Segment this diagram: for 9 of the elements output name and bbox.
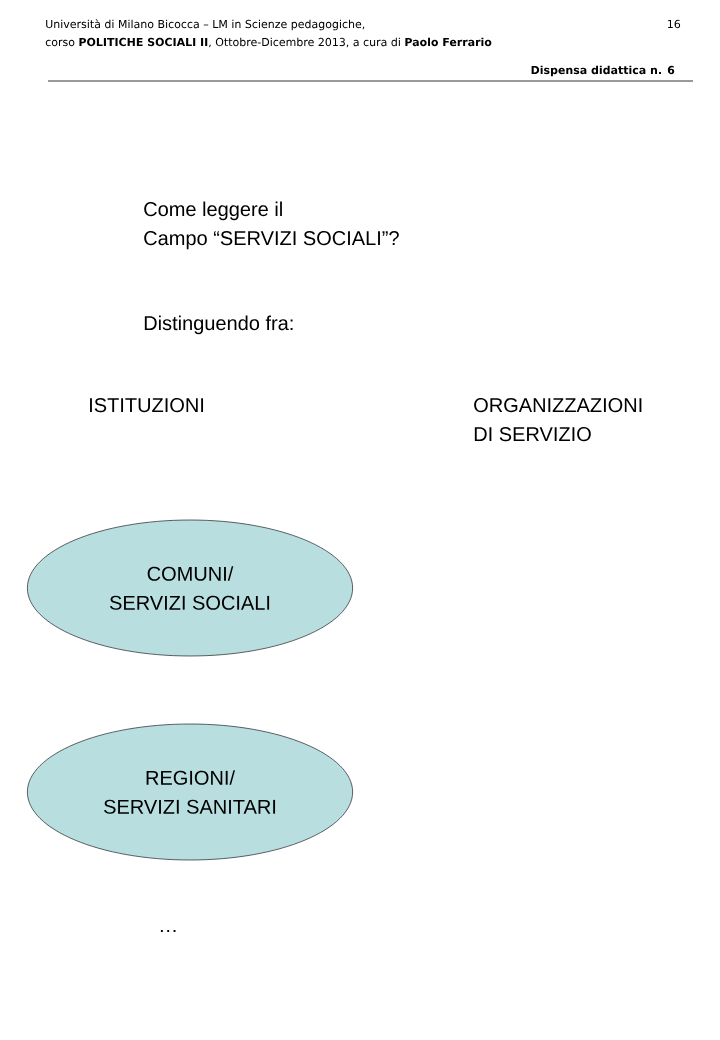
column-heading: ISTITUZIONI bbox=[90, 398, 204, 413]
header-text: corso POLITICHE SOCIALI II, Ottobre-Dicembre 2013, a cura di Paolo Ferrario bbox=[45, 37, 492, 48]
column-heading: ORGANIZZAZIONI DI SERVIZIO bbox=[474, 398, 642, 442]
ellipsis: … bbox=[160, 929, 176, 932]
intro-text: Distinguendo fra: bbox=[144, 315, 293, 335]
document-label: Dispensa didattica n. 6 bbox=[531, 65, 675, 77]
heading: Come leggere il Campo “SERVIZI SOCIALI”? bbox=[144, 201, 399, 250]
page-number: 16 bbox=[668, 19, 681, 29]
header-text: Università di Milano Bicocca – LM in Scienze pedagogiche, bbox=[46, 19, 365, 31]
